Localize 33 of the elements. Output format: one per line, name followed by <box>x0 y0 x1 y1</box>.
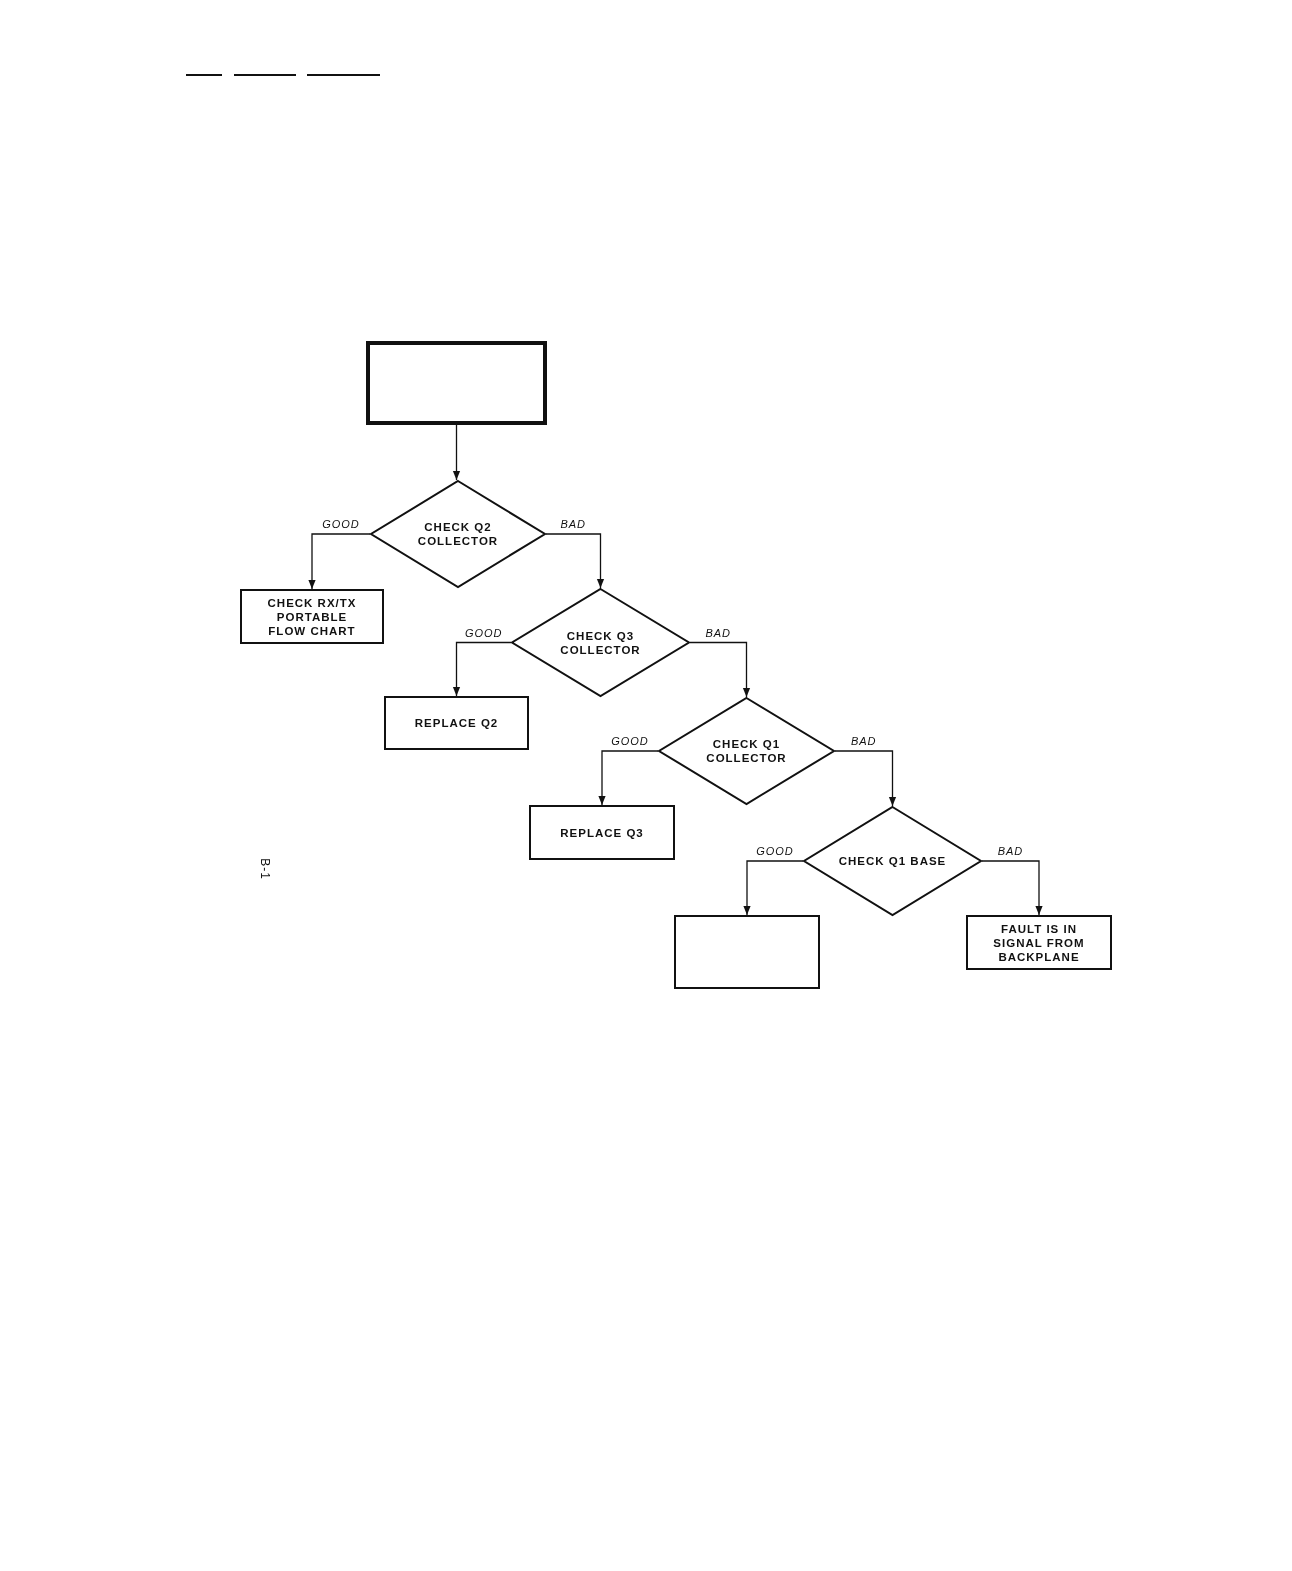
arrow <box>834 750 897 807</box>
arrow <box>689 641 751 698</box>
process-box <box>966 915 1112 970</box>
arrow <box>981 860 1043 916</box>
node-text: CHECK Q1 BASE <box>838 854 947 868</box>
arrow <box>545 533 605 589</box>
edge-label: GOOD <box>609 735 651 747</box>
arrow <box>743 860 804 916</box>
node-text: CHECK RX/TX PORTABLE FLOW CHART <box>266 595 358 638</box>
edge-label: BAD <box>848 735 879 747</box>
decision-diamond <box>658 697 835 805</box>
page-number: B-1 <box>257 858 272 880</box>
node-text: CHECK Q2 COLLECTOR <box>416 520 500 548</box>
arrow <box>452 641 512 697</box>
process-box <box>674 915 820 989</box>
node-text: CHECK Q1 COLLECTOR <box>705 737 788 765</box>
decision-diamond <box>370 480 546 588</box>
arrow <box>308 533 371 590</box>
arrow <box>452 424 461 481</box>
arrow <box>598 750 659 806</box>
edge-label: GOOD <box>754 845 796 857</box>
decision-diamond <box>803 806 982 916</box>
edge-label: GOOD <box>320 518 362 530</box>
process-box <box>529 805 675 860</box>
process-box <box>384 696 529 750</box>
node-text: REPLACE Q3 <box>560 825 644 840</box>
process-box <box>366 341 547 425</box>
decision-diamond <box>511 588 690 697</box>
node-text: CHECK Q3 COLLECTOR <box>559 628 642 657</box>
edge-label: GOOD <box>462 626 505 639</box>
node-text: REPLACE Q2 <box>414 716 499 730</box>
process-box <box>240 589 384 644</box>
node-text: FAULT IS IN SIGNAL FROM BACKPLANE <box>992 921 1086 964</box>
